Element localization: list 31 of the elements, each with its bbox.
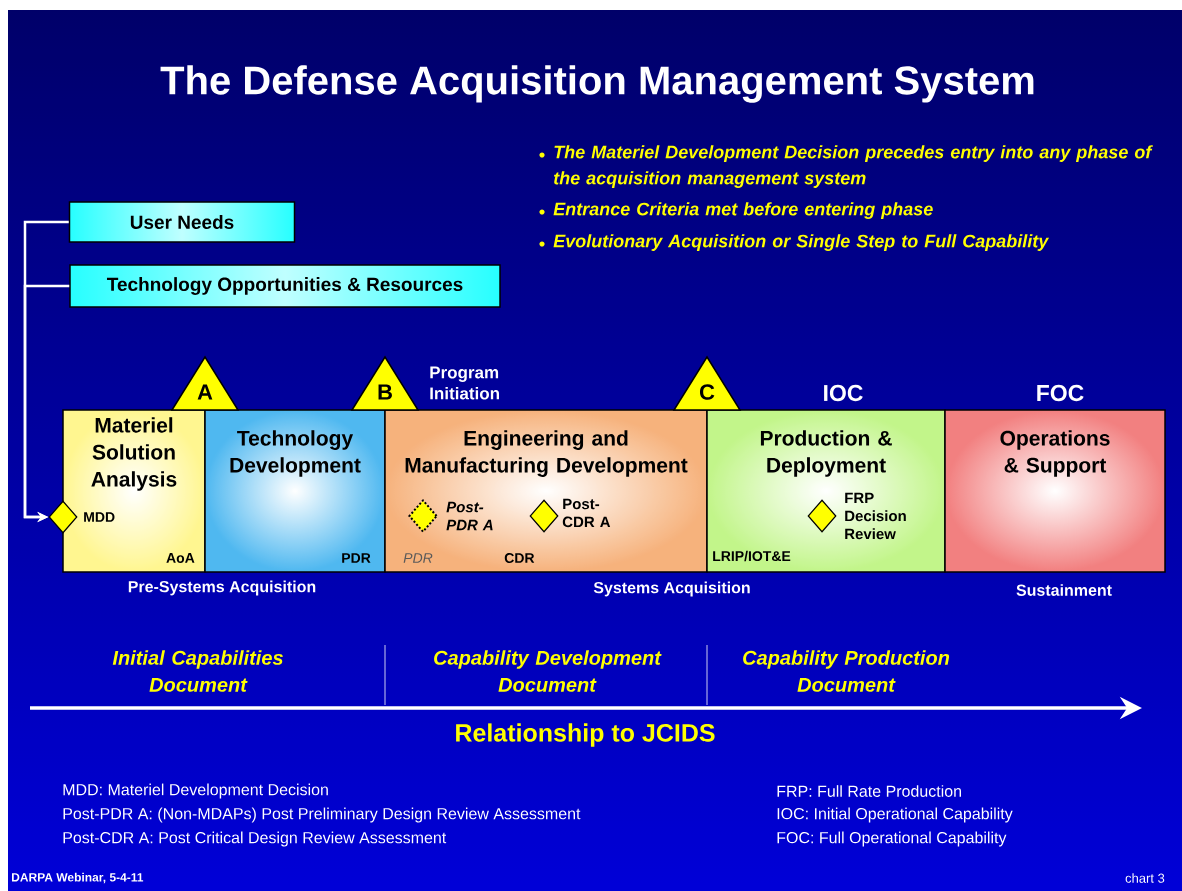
abbreviation-note: Post-CDR A: Post Critical Design Review Assessment	[63, 831, 447, 847]
bullet-text: The Materiel Development Decision precedes entry into any phase of the acquisition management system	[553, 145, 1153, 188]
axis-caption: Relationship to JCIDS	[456, 723, 715, 747]
decision-diamond	[529, 499, 559, 533]
phase-box: Technology Development PDR	[204, 409, 386, 573]
milestone-label: IOC	[824, 384, 863, 402]
footer-text: DARPA Webinar, 5-4-11	[12, 872, 144, 884]
abbreviation-note: FRP: Full Rate Production	[777, 785, 961, 797]
title: The Defense Acquisition Management System	[160, 65, 1034, 103]
abbreviation-note: MDD: Materiel Development Decision	[63, 783, 328, 799]
decision-diamond	[48, 500, 78, 534]
node-caption: Post- CDR A	[562, 498, 611, 528]
document-label: Capability Development Document	[434, 650, 662, 692]
bullet-text: Entrance Criteria met before entering phase	[553, 202, 933, 219]
abbreviation-note: IOC: Initial Operational Capability	[777, 807, 1013, 823]
document-label: Initial Capabilities Document	[112, 650, 283, 692]
document-label: Capability Production Document	[743, 650, 950, 692]
node-caption: MDD	[84, 512, 115, 522]
node-caption: Post- PDR A	[446, 501, 493, 531]
phase-box: Operations & Support	[944, 409, 1166, 573]
phase-group-label: Pre-Systems Acquisition	[128, 580, 316, 596]
node-caption: FRP Decision Review	[845, 492, 906, 540]
input-box: User Needs	[68, 201, 296, 243]
input-box: Technology Opportunities & Resources	[69, 264, 501, 308]
bullet-text: Evolutionary Acquisition or Single Step to Full Capability	[553, 234, 1050, 251]
phase-group-label: Systems Acquisition	[593, 581, 750, 597]
node-caption: Program Initiation	[430, 366, 499, 400]
abbreviation-note: Post-PDR A: (Non-MDAPs) Post Preliminary Design Review Assessment	[63, 807, 581, 823]
abbreviation-note: FOC: Full Operational Capability	[777, 831, 1007, 847]
decision-diamond	[807, 499, 837, 533]
footer-text: chart 3	[1125, 873, 1165, 883]
